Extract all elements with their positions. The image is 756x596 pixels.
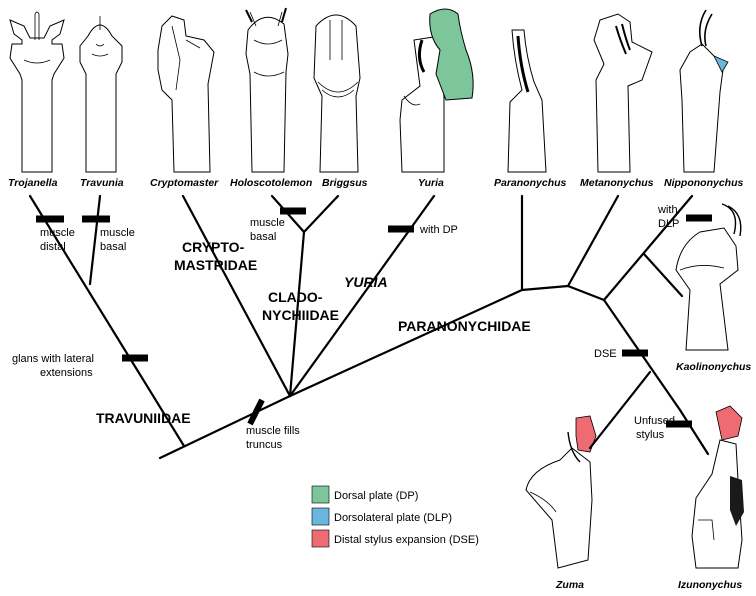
organ-travunia bbox=[79, 16, 123, 173]
taxon-label-holoscotolemon: Holoscotolemon bbox=[230, 177, 312, 189]
legend-swatch-dse bbox=[311, 529, 330, 548]
branch-nippononychus bbox=[602, 194, 694, 302]
organ-nippononychus bbox=[679, 9, 729, 173]
clade-cryptomastridae-line2: MASTRIDAE bbox=[174, 257, 257, 273]
char-muscle-fills-line2: truncus bbox=[246, 439, 283, 451]
organ-izunonychus bbox=[691, 405, 744, 569]
legend-item-dlp: Dorsolateral plate (DLP) bbox=[311, 507, 452, 526]
taxon-label-metanonychus: Metanonychus bbox=[580, 177, 654, 189]
clade-cladonychiidae-line1: CLADO- bbox=[268, 289, 323, 305]
branch-cladonychiidae bbox=[288, 230, 306, 398]
character-ticks bbox=[36, 207, 712, 428]
char-muscle-basal-clado-line1: muscle bbox=[250, 217, 285, 229]
taxon-label-briggsus: Briggsus bbox=[322, 177, 368, 189]
character-labels: muscle distal muscle basal muscle basal … bbox=[12, 204, 679, 451]
legend-item-dp: Dorsal plate (DP) bbox=[311, 485, 418, 504]
char-unfused-line2: stylus bbox=[636, 429, 665, 441]
legend-swatch-dlp bbox=[311, 507, 330, 526]
char-glans-line2: extensions bbox=[40, 367, 93, 379]
organ-holoscotolemon bbox=[245, 7, 289, 173]
organ-trojanella bbox=[9, 11, 65, 173]
organ-yuria bbox=[399, 8, 474, 173]
clade-cryptomastridae-line1: CRYPTO- bbox=[182, 239, 245, 255]
organ-zuma bbox=[525, 415, 597, 569]
taxon-label-paranonychus: Paranonychus bbox=[494, 177, 567, 189]
legend-label-dlp: Dorsolateral plate (DLP) bbox=[334, 512, 452, 524]
branch-travuniidae bbox=[28, 194, 186, 448]
char-muscle-fills-line1: muscle fills bbox=[246, 425, 300, 437]
branch-nippononychus-stem bbox=[566, 284, 606, 302]
char-muscle-basal-travunia-line1: muscle bbox=[100, 227, 135, 239]
organ-kaolinonychus bbox=[675, 203, 742, 351]
clade-yuria: YURIA bbox=[344, 274, 388, 290]
char-glans-line1: glans with lateral bbox=[12, 353, 94, 365]
taxon-label-travunia: Travunia bbox=[80, 177, 124, 189]
char-dse: DSE bbox=[594, 348, 617, 360]
organ-metanonychus bbox=[593, 13, 653, 173]
taxon-label-trojanella: Trojanella bbox=[8, 177, 58, 189]
legend-item-dse: Distal stylus expansion (DSE) bbox=[311, 529, 479, 548]
branch-briggsus bbox=[302, 194, 340, 234]
char-unfused-line1: Unfused bbox=[634, 415, 675, 427]
legend-label-dse: Distal stylus expansion (DSE) bbox=[334, 534, 479, 546]
legend-label-dp: Dorsal plate (DP) bbox=[334, 490, 418, 502]
char-muscle-basal-clado-line2: basal bbox=[250, 231, 276, 243]
clade-paranonychidae: PARANONYCHIDAE bbox=[398, 318, 531, 334]
organ-paranonychus bbox=[507, 29, 547, 173]
char-muscle-distal-line2: distal bbox=[40, 241, 66, 253]
char-with-dp: with DP bbox=[419, 224, 458, 236]
branch-izunonychus bbox=[678, 408, 710, 456]
legend: Dorsal plate (DP) Dorsolateral plate (DL… bbox=[311, 485, 479, 548]
clade-travuniidae: TRAVUNIIDAE bbox=[96, 410, 191, 426]
taxon-label-zuma: Zuma bbox=[555, 579, 584, 591]
branch-root bbox=[158, 284, 570, 460]
organ-cryptomaster bbox=[157, 15, 215, 173]
tick-muscle-fills bbox=[247, 398, 265, 426]
taxon-label-cryptomaster: Cryptomaster bbox=[150, 177, 219, 189]
char-muscle-basal-travunia-line2: basal bbox=[100, 241, 126, 253]
taxon-label-izunonychus: Izunonychus bbox=[678, 579, 742, 591]
legend-swatch-dp bbox=[311, 485, 330, 504]
taxon-label-yuria: Yuria bbox=[418, 177, 444, 189]
organ-illustrations bbox=[9, 7, 744, 569]
char-with-dlp-line1: with bbox=[657, 204, 678, 216]
char-muscle-distal-line1: muscle bbox=[40, 227, 75, 239]
taxon-labels: Trojanella Travunia Cryptomaster Holosco… bbox=[8, 177, 751, 591]
taxon-label-nippononychus: Nippononychus bbox=[664, 177, 743, 189]
taxon-label-kaolinonychus: Kaolinonychus bbox=[676, 361, 751, 373]
branch-kaolinonychus bbox=[642, 252, 684, 298]
clade-labels: CRYPTO- MASTRIDAE CLADO- NYCHIIDAE YURIA… bbox=[96, 239, 531, 426]
organ-briggsus bbox=[313, 14, 361, 173]
branch-travunia bbox=[88, 194, 102, 286]
clade-cladonychiidae-line2: NYCHIIDAE bbox=[262, 307, 339, 323]
char-with-dlp-line2: DLP bbox=[658, 218, 679, 230]
branch-metanonychus bbox=[566, 194, 620, 288]
branch-zuma bbox=[588, 370, 652, 450]
branch-cryptomaster bbox=[181, 194, 292, 398]
